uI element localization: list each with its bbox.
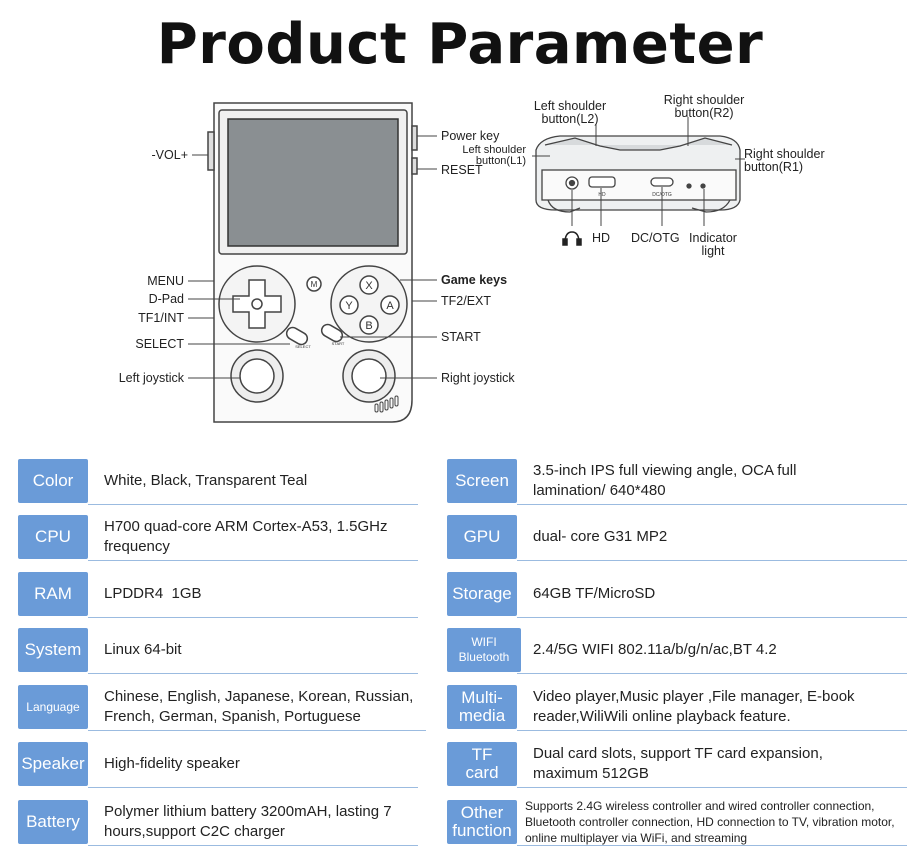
dpad-label: D-Pad <box>148 292 184 306</box>
b-button-mark: B <box>365 320 372 332</box>
spec-value: Linux 64-bit <box>104 641 182 658</box>
spec-row-gpu: GPU dual- core G31 MP2 <box>447 515 907 561</box>
spec-key: WIFI Bluetooth <box>447 628 521 672</box>
spec-key: Color <box>18 459 88 503</box>
hd-port-mark: HD <box>598 192 606 198</box>
hd-label: HD <box>592 231 611 245</box>
spec-key: Screen <box>447 459 517 503</box>
spec-value: 64GB TF/MicroSD <box>533 585 656 602</box>
a-button-mark: A <box>386 300 394 312</box>
start-button-mark: START <box>332 341 345 346</box>
spec-row-storage: Storage 64GB TF/MicroSD <box>447 572 907 618</box>
dc-otg-label: DC/OTG <box>631 231 680 245</box>
select-label: SELECT <box>135 337 184 351</box>
spec-row-system: System Linux 64-bit <box>18 628 418 674</box>
x-button-mark: X <box>365 280 373 292</box>
spec-value: White, Black, Transparent Teal <box>104 472 308 489</box>
vol-label: -VOL+ <box>151 148 188 162</box>
start-label: START <box>441 330 481 344</box>
y-button-mark: Y <box>345 300 353 312</box>
spec-key: RAM <box>18 572 88 616</box>
menu-button-mark: M <box>311 280 318 289</box>
spec-value: 2.4/5G WIFI 802.11a/b/g/n/ac,BT 4.2 <box>533 641 777 658</box>
spec-row-wifi-bluetooth: WIFI Bluetooth 2.4/5G WIFI 802.11a/b/g/n… <box>447 628 907 674</box>
spec-key: Language <box>18 685 88 729</box>
spec-value: LPDDR4 1GB <box>104 585 202 602</box>
spec-value: Dual card slots, support TF card expansi… <box>533 745 823 782</box>
spec-key: Other function <box>447 800 517 844</box>
spec-row-cpu: CPU H700 quad-core ARM Cortex-A53, 1.5GH… <box>18 515 418 561</box>
spec-value: Supports 2.4G wireless controller and wi… <box>525 799 895 845</box>
spec-row-other-function: Other function Supports 2.4G wireless co… <box>447 799 907 846</box>
spec-value: High-fidelity speaker <box>104 755 240 772</box>
spec-value: Polymer lithium battery 3200mAH, lasting… <box>104 803 392 840</box>
reset-label: RESET <box>441 163 483 177</box>
spec-value: Video player,Music player ,File manager,… <box>533 688 855 725</box>
spec-row-tf-card: TF card Dual card slots, support TF card… <box>447 742 907 788</box>
spec-row-battery: Battery Polymer lithium battery 3200mAH,… <box>18 800 418 846</box>
spec-row-ram: RAM LPDDR4 1GB <box>18 572 418 618</box>
device-diagram: M X Y A B SELECT START HD DC <box>188 102 745 423</box>
spec-key: System <box>18 628 88 672</box>
spec-key: Speaker <box>18 742 88 786</box>
tf1-label: TF1/INT <box>138 311 184 325</box>
page-title: Product Parameter <box>156 12 764 77</box>
spec-key: TF card <box>447 742 517 786</box>
spec-row-speaker: Speaker High-fidelity speaker <box>18 742 418 788</box>
select-button-mark: SELECT <box>295 344 311 349</box>
spec-row-color: Color White, Black, Transparent Teal <box>18 459 418 505</box>
device-top-view <box>535 135 741 213</box>
spec-value: H700 quad-core ARM Cortex-A53, 1.5GHz fr… <box>104 518 388 555</box>
spec-row-screen: Screen 3.5-inch IPS full viewing angle, … <box>447 459 907 505</box>
spec-value: 3.5-inch IPS full viewing angle, OCA ful… <box>533 462 797 499</box>
headphone-icon <box>562 231 582 246</box>
left-joystick-label: Left joystick <box>118 371 184 385</box>
spec-row-language: Language Chinese, English, Japanese, Kor… <box>18 685 426 731</box>
spec-key: Battery <box>18 800 88 844</box>
spec-key: Storage <box>447 572 517 616</box>
spec-row-multimedia: Multi- media Video player,Music player ,… <box>447 685 907 731</box>
spec-value: Chinese, English, Japanese, Korean, Russ… <box>104 688 414 725</box>
power-key-label: Power key <box>441 129 500 143</box>
tf2-label: TF2/EXT <box>441 294 492 308</box>
menu-label: MENU <box>147 274 184 288</box>
spec-key: CPU <box>18 515 88 559</box>
device-front-view <box>207 102 418 423</box>
spec-key: GPU <box>447 515 517 559</box>
game-keys-label: Game keys <box>441 273 508 287</box>
right-joystick-label: Right joystick <box>441 371 515 385</box>
spec-value: dual- core G31 MP2 <box>533 528 668 545</box>
spec-key: Multi- media <box>447 685 517 729</box>
